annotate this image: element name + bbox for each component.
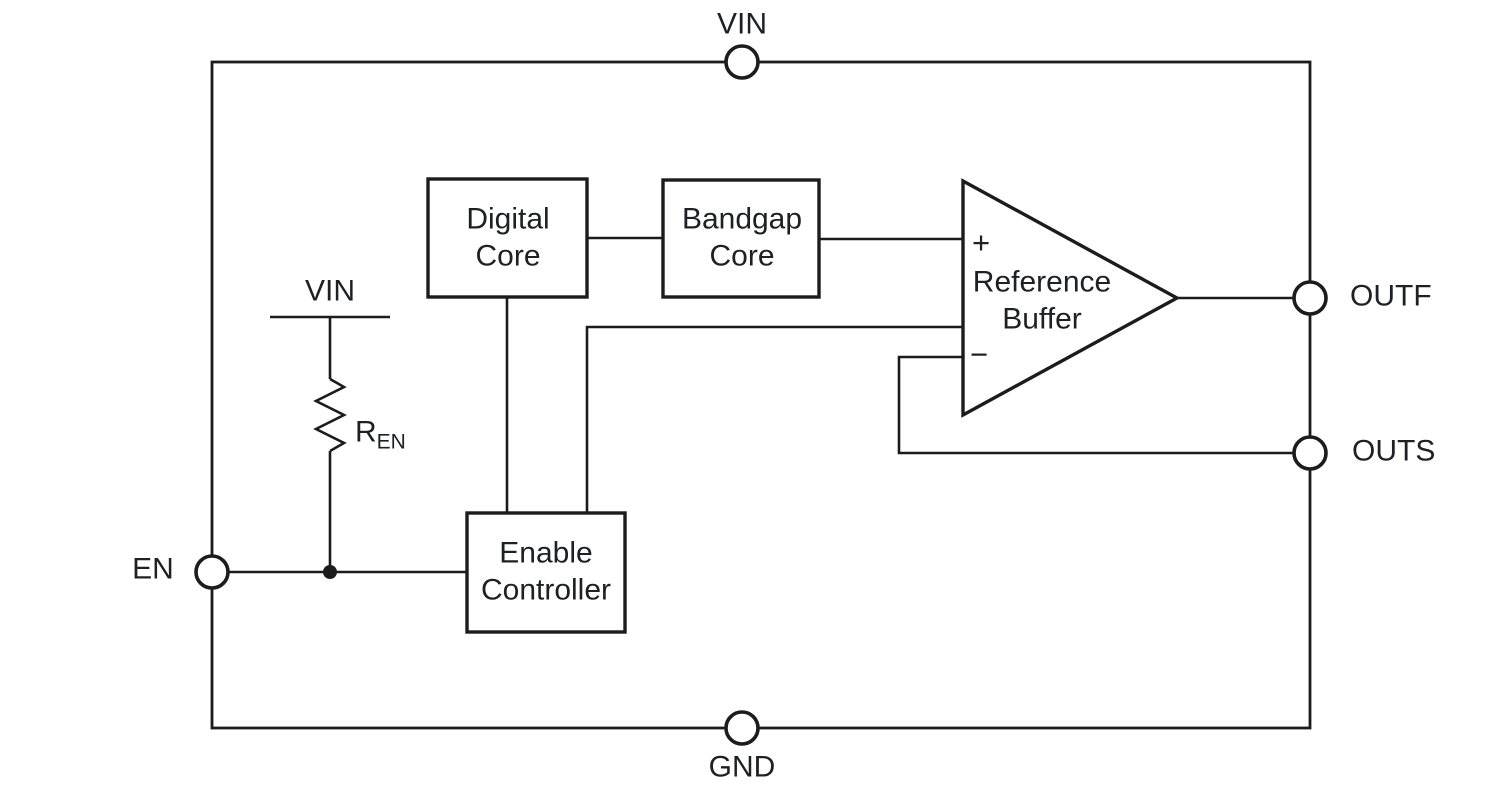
vin-pin-circle xyxy=(724,44,760,80)
reference-buffer-label: Reference Buffer xyxy=(972,265,1112,335)
resistor-ren-label: REN xyxy=(355,378,406,454)
wire-buffer-to-enable-controller xyxy=(585,325,963,513)
outf-pin-circle xyxy=(1292,280,1328,316)
digital-core-box xyxy=(426,177,589,299)
digital-core-label: Digital Core xyxy=(466,202,550,272)
outs-pin-circle xyxy=(1292,435,1328,471)
vin-pin-label: VIN xyxy=(716,7,768,41)
resistor-ren-base: R xyxy=(355,415,377,449)
plus-input-symbol: + xyxy=(971,225,991,261)
enable-controller-box xyxy=(465,511,627,634)
en-pin-circle xyxy=(194,554,230,590)
resistor-zigzag-symbol xyxy=(313,377,347,453)
reference-buffer-triangle xyxy=(961,178,1181,418)
wire-minus-feedback-to-outs xyxy=(897,355,1310,455)
gnd-pin-circle xyxy=(724,710,760,746)
bandgap-core-label: Bandgap Core xyxy=(681,202,803,272)
bandgap-core-box xyxy=(661,178,821,299)
outs-pin-label: OUTS xyxy=(1352,434,1436,468)
en-pin-label: EN xyxy=(132,552,174,586)
junction-dot xyxy=(323,565,337,579)
internal-vin-rail-label: VIN xyxy=(304,274,356,308)
outf-pin-label: OUTF xyxy=(1350,279,1432,313)
chip-boundary xyxy=(210,60,1312,730)
resistor-ren-subscript: EN xyxy=(376,430,406,454)
enable-controller-label: Enable Controller xyxy=(480,536,612,606)
minus-input-symbol: − xyxy=(969,337,989,373)
gnd-pin-label: GND xyxy=(708,750,776,784)
